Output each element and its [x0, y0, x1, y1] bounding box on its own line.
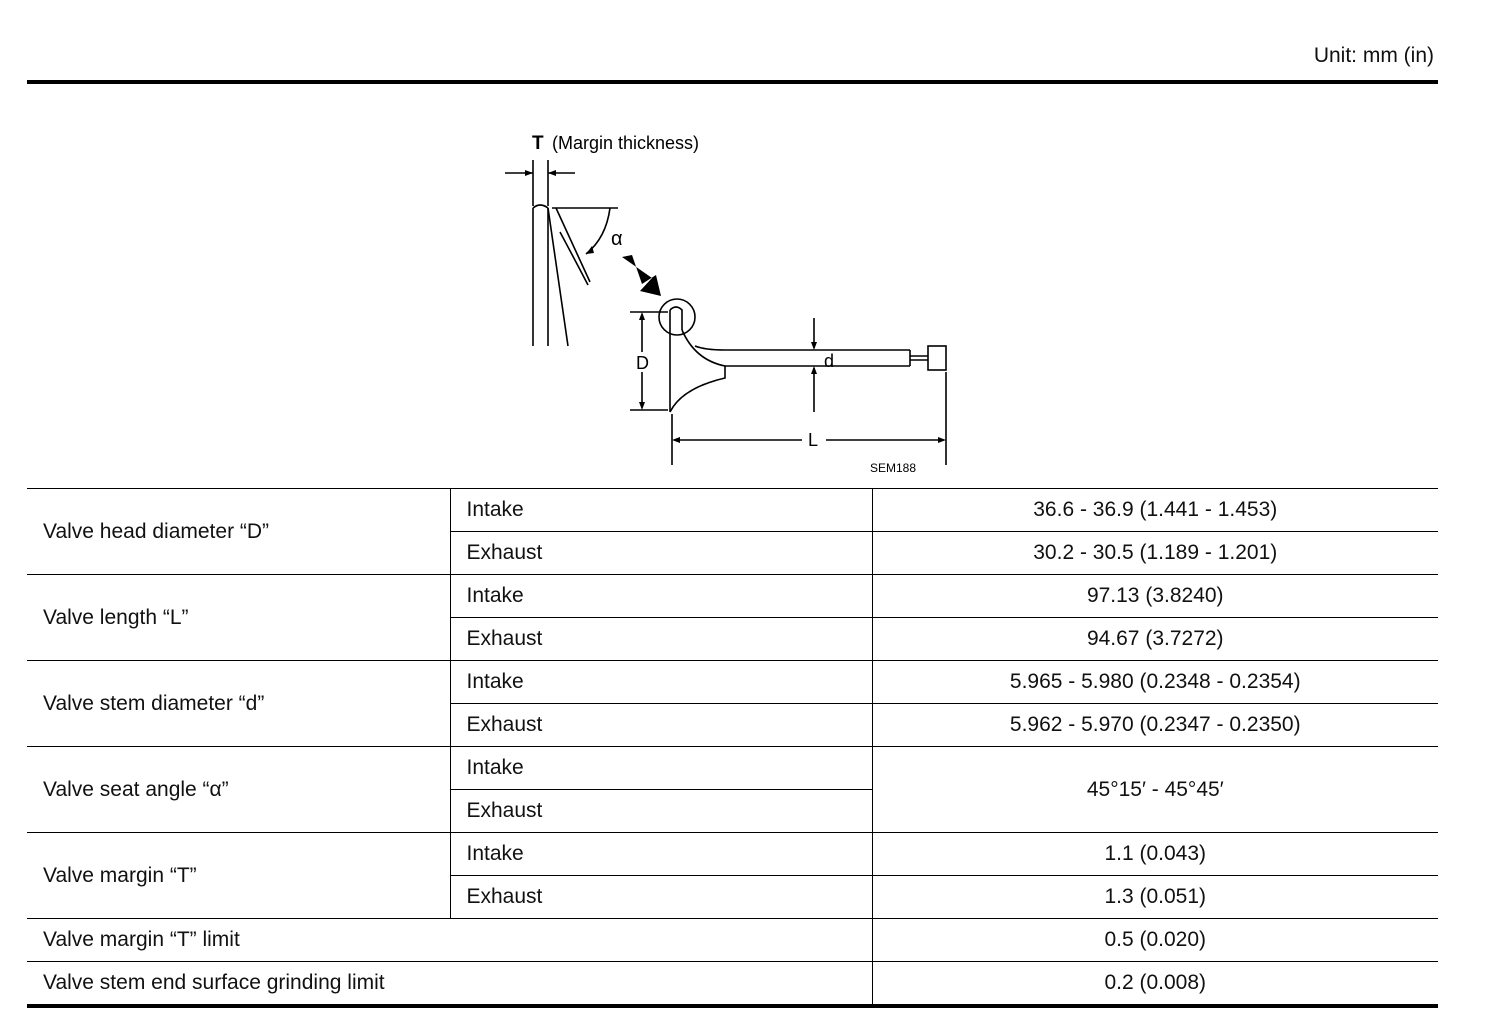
- alpha-label: α: [611, 228, 623, 250]
- sub-label-exhaust: Exhaust: [450, 875, 873, 919]
- value-cell: 0.5 (0.020): [872, 918, 1438, 962]
- sub-label-intake: Intake: [450, 746, 873, 790]
- table-row: Valve margin “T” Intake 1.1 (0.043): [27, 832, 1438, 919]
- value-cell: 5.962 - 5.970 (0.2347 - 0.2350): [872, 703, 1438, 747]
- param-label: Valve margin “T”: [27, 832, 451, 919]
- table-row: Exhaust 30.2 - 30.5 (1.189 - 1.201): [27, 531, 1438, 575]
- table-row: Exhaust 5.962 - 5.970 (0.2347 - 0.2350): [27, 703, 1438, 747]
- sub-label-intake: Intake: [450, 574, 873, 618]
- value-cell: 94.67 (3.7272): [872, 617, 1438, 661]
- sub-label-exhaust: Exhaust: [450, 617, 873, 661]
- figure-code: SEM188: [870, 461, 916, 475]
- table-row: Valve seat angle “α” Intake 45°15′ - 45°…: [27, 746, 1438, 833]
- sub-label-intake: Intake: [450, 660, 873, 704]
- value-cell: 97.13 (3.8240): [872, 574, 1438, 618]
- table-row: Exhaust: [27, 789, 1438, 833]
- table-row: Valve stem end surface grinding limit 0.…: [27, 961, 1438, 1008]
- table-row: Valve head diameter “D” Intake 36.6 - 36…: [27, 488, 1438, 575]
- t-label: T: [532, 133, 544, 154]
- value-cell: 30.2 - 30.5 (1.189 - 1.201): [872, 531, 1438, 575]
- table-row: Valve stem diameter “d” Intake 5.965 - 5…: [27, 660, 1438, 747]
- sub-label-exhaust: Exhaust: [450, 789, 873, 833]
- param-label: Valve margin “T” limit: [27, 918, 873, 962]
- value-cell: 5.965 - 5.980 (0.2348 - 0.2354): [872, 660, 1438, 704]
- param-label: Valve stem end surface grinding limit: [27, 961, 873, 1008]
- param-label: Valve head diameter “D”: [27, 488, 451, 575]
- table-row: Exhaust 1.3 (0.051): [27, 875, 1438, 919]
- value-cell: 45°15′ - 45°45′: [872, 746, 1438, 833]
- value-cell: 36.6 - 36.9 (1.441 - 1.453): [872, 488, 1438, 532]
- stem-diameter-label: d: [824, 351, 834, 371]
- length-label: L: [808, 430, 818, 450]
- value-cell: 1.1 (0.043): [872, 832, 1438, 876]
- valve-diagram: T (Margin thickness) α D d L SEM188: [490, 120, 970, 480]
- param-label: Valve seat angle “α”: [27, 746, 451, 833]
- valve-spec-table: Valve head diameter “D” Intake 36.6 - 36…: [27, 488, 1438, 1008]
- param-label: Valve stem diameter “d”: [27, 660, 451, 747]
- table-row: Valve margin “T” limit 0.5 (0.020): [27, 918, 1438, 962]
- top-rule: [27, 80, 1438, 84]
- unit-label: Unit: mm (in): [1313, 44, 1434, 67]
- sub-label-exhaust: Exhaust: [450, 703, 873, 747]
- table-row: Valve length “L” Intake 97.13 (3.8240): [27, 574, 1438, 661]
- t-description: (Margin thickness): [552, 133, 699, 153]
- sub-label-exhaust: Exhaust: [450, 531, 873, 575]
- sub-label-intake: Intake: [450, 488, 873, 532]
- value-cell: 1.3 (0.051): [872, 875, 1438, 919]
- table-row: Exhaust 94.67 (3.7272): [27, 617, 1438, 661]
- value-cell: 0.2 (0.008): [872, 961, 1438, 1008]
- sub-label-intake: Intake: [450, 832, 873, 876]
- head-diameter-label: D: [636, 353, 649, 373]
- param-label: Valve length “L”: [27, 574, 451, 661]
